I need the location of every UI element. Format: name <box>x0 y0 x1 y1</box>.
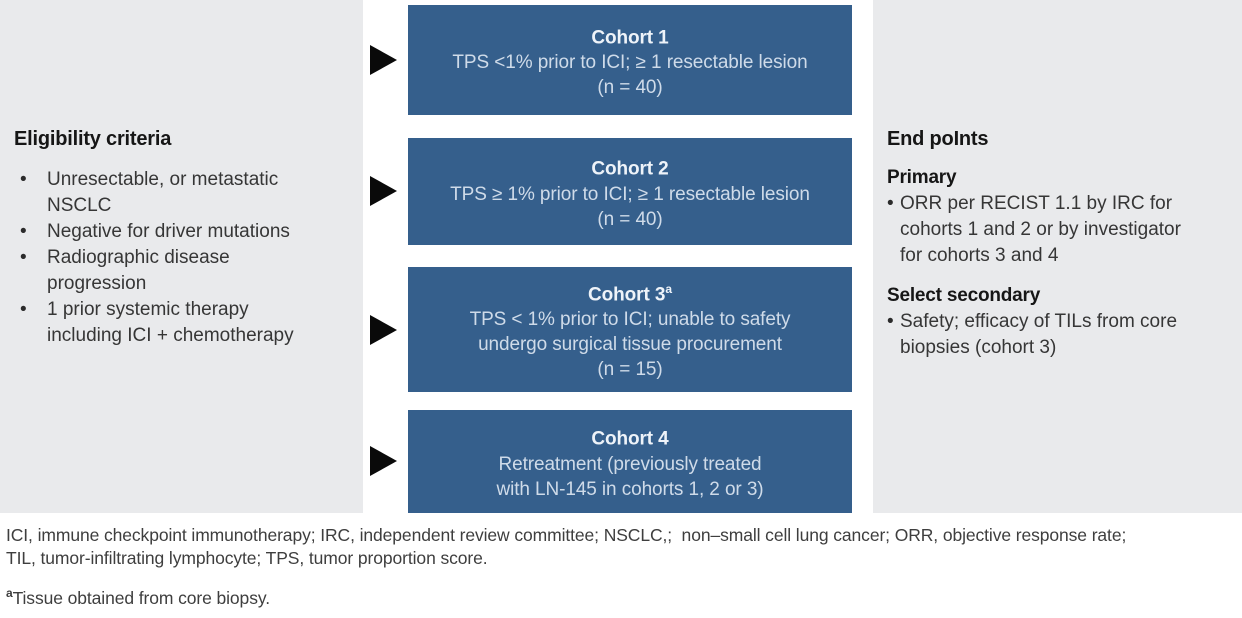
eligibility-title: Eligibility criteria <box>14 128 172 150</box>
cohort-1-box: Cohort 1 TPS <1% prior to ICI; ≥ 1 resec… <box>408 5 852 115</box>
cohort-title-text: Cohort 2 <box>591 158 669 180</box>
cohort-3-sample-size: (n = 15) <box>597 359 663 381</box>
eligibility-panel: Eligibility criteria • Unresectable, or … <box>0 0 363 513</box>
bullet-icon: • <box>20 169 27 190</box>
eligibility-item: • Negative for driver mutations <box>20 219 353 245</box>
right-arrow-icon <box>370 446 397 476</box>
endpoints-secondary-label: Select secondary <box>887 285 1041 306</box>
cohort-title-superscript: a <box>665 281 672 296</box>
cohort-title-text: Cohort 4 <box>591 428 669 450</box>
endpoints-secondary-item: • Safety; efficacy of TILs from core bio… <box>887 309 1232 361</box>
cohort-4-line: Retreatment (previously treated <box>498 453 762 475</box>
abbreviations-footnote: ICI, immune checkpoint immunotherapy; IR… <box>6 525 1127 568</box>
cohort-4-title: Cohort 4 <box>408 421 852 451</box>
right-arrow-icon <box>370 45 397 75</box>
eligibility-item: • 1 prior systemic therapy including ICI… <box>20 297 353 349</box>
cohort-3-line: undergo surgical tissue procurement <box>478 334 782 356</box>
endpoints-primary-label: Primary <box>887 167 957 188</box>
cohort-2-box: Cohort 2 TPS ≥ 1% prior to ICI; ≥ 1 rese… <box>408 138 852 245</box>
eligibility-item-text: 1 prior systemic therapy including ICI +… <box>47 299 294 346</box>
endpoints-panel: End poInts Primary • ORR per RECIST 1.1 … <box>873 0 1242 513</box>
endpoints-title: End poInts <box>887 128 989 150</box>
bullet-icon: • <box>20 221 27 242</box>
bullet-icon: • <box>20 299 27 320</box>
cohort-title-text: Cohort 3 <box>588 284 666 306</box>
cohort-4-box: Cohort 4 Retreatment (previously treated… <box>408 410 852 513</box>
cohort-2-title: Cohort 2 <box>408 151 852 181</box>
cohort-3-box: Cohort 3a TPS < 1% prior to ICI; unable … <box>408 267 852 392</box>
eligibility-item: • Unresectable, or metastatic NSCLC <box>20 167 353 219</box>
cohort-title-text: Cohort 1 <box>591 27 669 49</box>
cohort-2-line: TPS ≥ 1% prior to ICI; ≥ 1 resectable le… <box>450 183 810 205</box>
footnote-text: Tissue obtained from core biopsy. <box>12 587 270 608</box>
endpoints-secondary-text: Safety; efficacy of TILs from core biops… <box>900 311 1178 358</box>
cohort-3-line: TPS < 1% prior to ICI; unable to safety <box>469 309 791 331</box>
cohort-1-title: Cohort 1 <box>408 20 852 50</box>
bullet-icon: • <box>887 193 894 214</box>
cohort-2-sample-size: (n = 40) <box>597 208 663 230</box>
cohort-4-line: with LN-145 in cohorts 1, 2 or 3) <box>496 478 764 500</box>
eligibility-list: • Unresectable, or metastatic NSCLC • Ne… <box>20 167 353 349</box>
cohort-1-sample-size: (n = 40) <box>597 77 663 99</box>
bullet-icon: • <box>887 311 894 332</box>
eligibility-item-text: Unresectable, or metastatic NSCLC <box>47 169 279 216</box>
bullet-icon: • <box>20 247 27 268</box>
endpoints-primary-item: • ORR per RECIST 1.1 by IRC for cohorts … <box>887 191 1232 269</box>
eligibility-item: • Radiographic disease progression <box>20 245 353 297</box>
right-arrow-icon <box>370 176 397 206</box>
superscript-a-footnote: aTissue obtained from core biopsy. <box>6 586 270 609</box>
eligibility-item-text: Radiographic disease progression <box>47 247 230 294</box>
footnote-superscript: a <box>6 586 13 600</box>
cohort-1-line: TPS <1% prior to ICI; ≥ 1 resectable les… <box>452 52 808 74</box>
endpoints-primary-text: ORR per RECIST 1.1 by IRC for cohorts 1 … <box>900 193 1181 266</box>
eligibility-item-text: Negative for driver mutations <box>47 221 290 242</box>
cohort-3-title: Cohort 3a <box>408 277 852 307</box>
right-arrow-icon <box>370 315 397 345</box>
